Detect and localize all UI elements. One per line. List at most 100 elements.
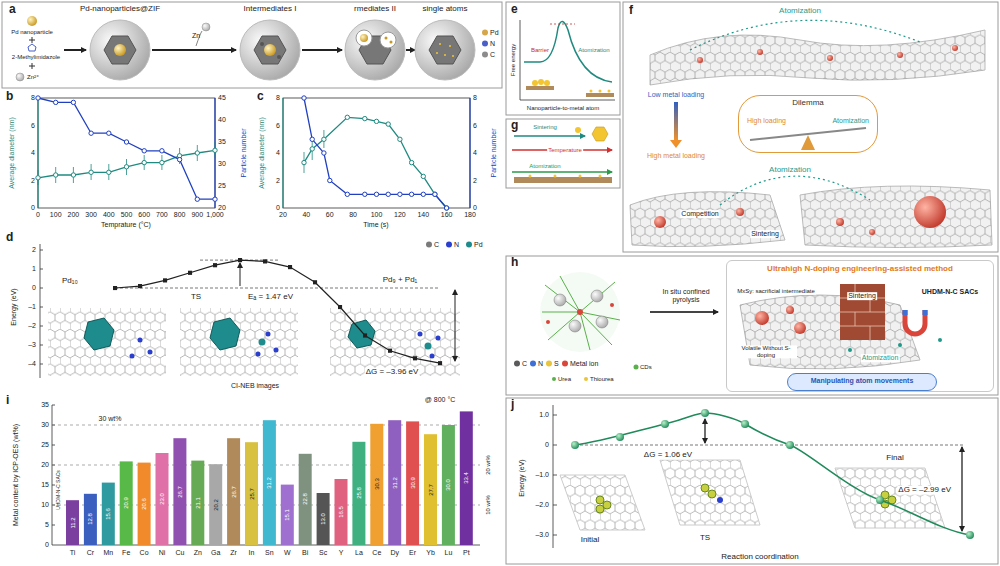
text-label: 20 xyxy=(41,461,49,469)
panel-j-chart-part xyxy=(704,419,705,443)
panel-a-art-part xyxy=(202,23,210,31)
text-label: TS xyxy=(700,534,710,543)
panel-h-art-part xyxy=(546,320,550,324)
panel-d-chart-part xyxy=(138,338,143,343)
text-label: Time (s) xyxy=(363,221,388,229)
legend-item: Metal ion xyxy=(562,360,598,367)
panel-a-art-part xyxy=(302,49,342,51)
panel-d-chart xyxy=(40,244,460,378)
panel-f-art-part xyxy=(869,229,875,235)
panel-j-chart-part xyxy=(553,405,557,548)
text-label: ΔG = –3.96 eV xyxy=(365,368,420,377)
panel-b-chart-part xyxy=(38,150,215,178)
panel-j-chart-part xyxy=(835,468,945,528)
panel-j-chart-part xyxy=(660,460,760,525)
text-label: Atomization xyxy=(861,354,900,362)
dilemma-box: DilemmaHigh loadingAtomization xyxy=(738,95,878,153)
panel-h-art-part xyxy=(506,256,998,395)
metal-bar xyxy=(299,454,312,545)
panel-letter: h xyxy=(511,256,518,269)
panel-b-chart-part xyxy=(38,98,215,208)
text-label: 160 xyxy=(441,211,453,219)
bar-value: 20.2 xyxy=(212,499,219,511)
text-label: 80 xyxy=(349,211,357,219)
text-label: Competition xyxy=(680,210,719,218)
text-label: 200 xyxy=(68,211,80,219)
text-label: High metal loading xyxy=(647,152,705,160)
metal-bar xyxy=(388,420,401,545)
panel-a-art-part xyxy=(436,52,438,54)
bar-value: 30.0 xyxy=(445,479,452,491)
panel-d-chart-part xyxy=(180,308,298,376)
panel-a-art-part xyxy=(439,43,441,45)
panel-a-art-part xyxy=(27,16,37,26)
panel-h-art-part xyxy=(840,284,885,340)
panel-g-art-part xyxy=(514,135,585,136)
text-label: –2.0 xyxy=(535,501,549,509)
panel-f-art-part xyxy=(650,30,985,85)
panel-a-art-part xyxy=(390,41,393,44)
bar-value: 30.9 xyxy=(409,477,416,489)
element-name: Zn xyxy=(194,549,202,557)
panel-h-art-part xyxy=(634,365,639,370)
legend-swatch xyxy=(482,40,488,46)
panel-a-art-part xyxy=(114,44,126,56)
panel-letter: a xyxy=(9,3,16,16)
legend-item: C xyxy=(514,360,527,367)
panel-a-art-part xyxy=(254,36,286,64)
text-label: 6 xyxy=(31,122,35,130)
text-label: rmediates II xyxy=(354,5,396,14)
text-label: 30 xyxy=(41,421,49,429)
panel-letter: c xyxy=(257,90,264,103)
text-label: 40 xyxy=(302,211,310,219)
panel-f-art-part xyxy=(914,196,946,228)
panel-d-chart-part xyxy=(40,244,43,378)
panel-f-art-part xyxy=(800,186,992,248)
text-label: 30 xyxy=(218,160,226,168)
text-label: 20 xyxy=(279,211,287,219)
text-label: 600 xyxy=(138,211,150,219)
panel-f-art-part xyxy=(801,135,815,150)
legend-text: N xyxy=(454,241,459,248)
panel-c-chart xyxy=(283,98,470,208)
panel-d-chart-part xyxy=(148,350,153,355)
metal-bar xyxy=(442,425,455,545)
bar-value: 16.5 xyxy=(338,506,345,518)
bar-value: 27.7 xyxy=(427,484,434,496)
text-label: 180 xyxy=(464,211,476,219)
legend-item: Pd xyxy=(466,241,483,248)
metal-bar xyxy=(173,438,186,545)
text-label: 25 xyxy=(41,441,49,449)
panel-d-chart-part xyxy=(425,343,432,350)
panel-f-art-part xyxy=(690,20,920,50)
panel-h-art-part xyxy=(905,310,925,334)
panel-a-art-part xyxy=(264,44,276,56)
element-name: Bi xyxy=(302,549,308,557)
panel-j-chart-part xyxy=(596,496,604,504)
text-label: 0 xyxy=(32,284,36,292)
text-label: 0 xyxy=(31,204,35,212)
text-label: Energy (eV) xyxy=(10,288,18,325)
element-name: La xyxy=(355,549,363,557)
panel-j-chart-part xyxy=(575,413,970,535)
panel-d-chart-part xyxy=(348,320,375,348)
panel-d-chart-part xyxy=(418,332,423,337)
element-name: Ti xyxy=(70,549,76,557)
panel-d-chart-part xyxy=(256,352,261,357)
panel-h-art-part xyxy=(610,303,614,307)
panel-e-art-part xyxy=(526,86,554,90)
legend-swatch xyxy=(562,360,568,366)
text-label: @ 800 °C xyxy=(425,396,456,404)
panel-d-chart-part xyxy=(240,263,241,286)
text-label: 2 xyxy=(276,177,280,185)
legend-swatch xyxy=(530,360,536,366)
panel-e-art-part xyxy=(608,90,611,93)
panel-a-art-part xyxy=(28,44,36,51)
panel-j-chart-part xyxy=(506,398,998,564)
panel-d-chart-part xyxy=(266,332,271,337)
element-name: Zr xyxy=(230,549,237,557)
panel-h-art-part xyxy=(755,311,769,325)
bar-value: 30.3 xyxy=(374,479,381,491)
text-label: 2-Methylimidazole xyxy=(12,54,60,61)
